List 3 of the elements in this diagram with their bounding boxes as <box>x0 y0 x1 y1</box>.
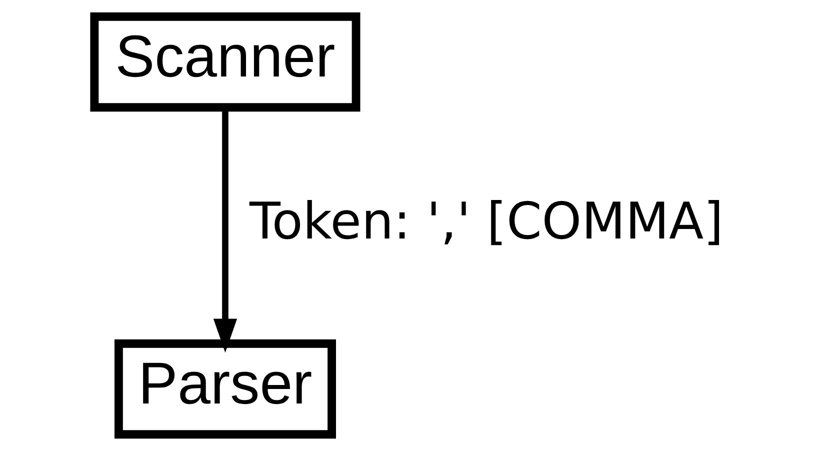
node-box: Parser <box>114 339 336 439</box>
node-box: Scanner <box>90 12 360 112</box>
edge-label: Token: ',' [COMMA] <box>249 192 724 251</box>
